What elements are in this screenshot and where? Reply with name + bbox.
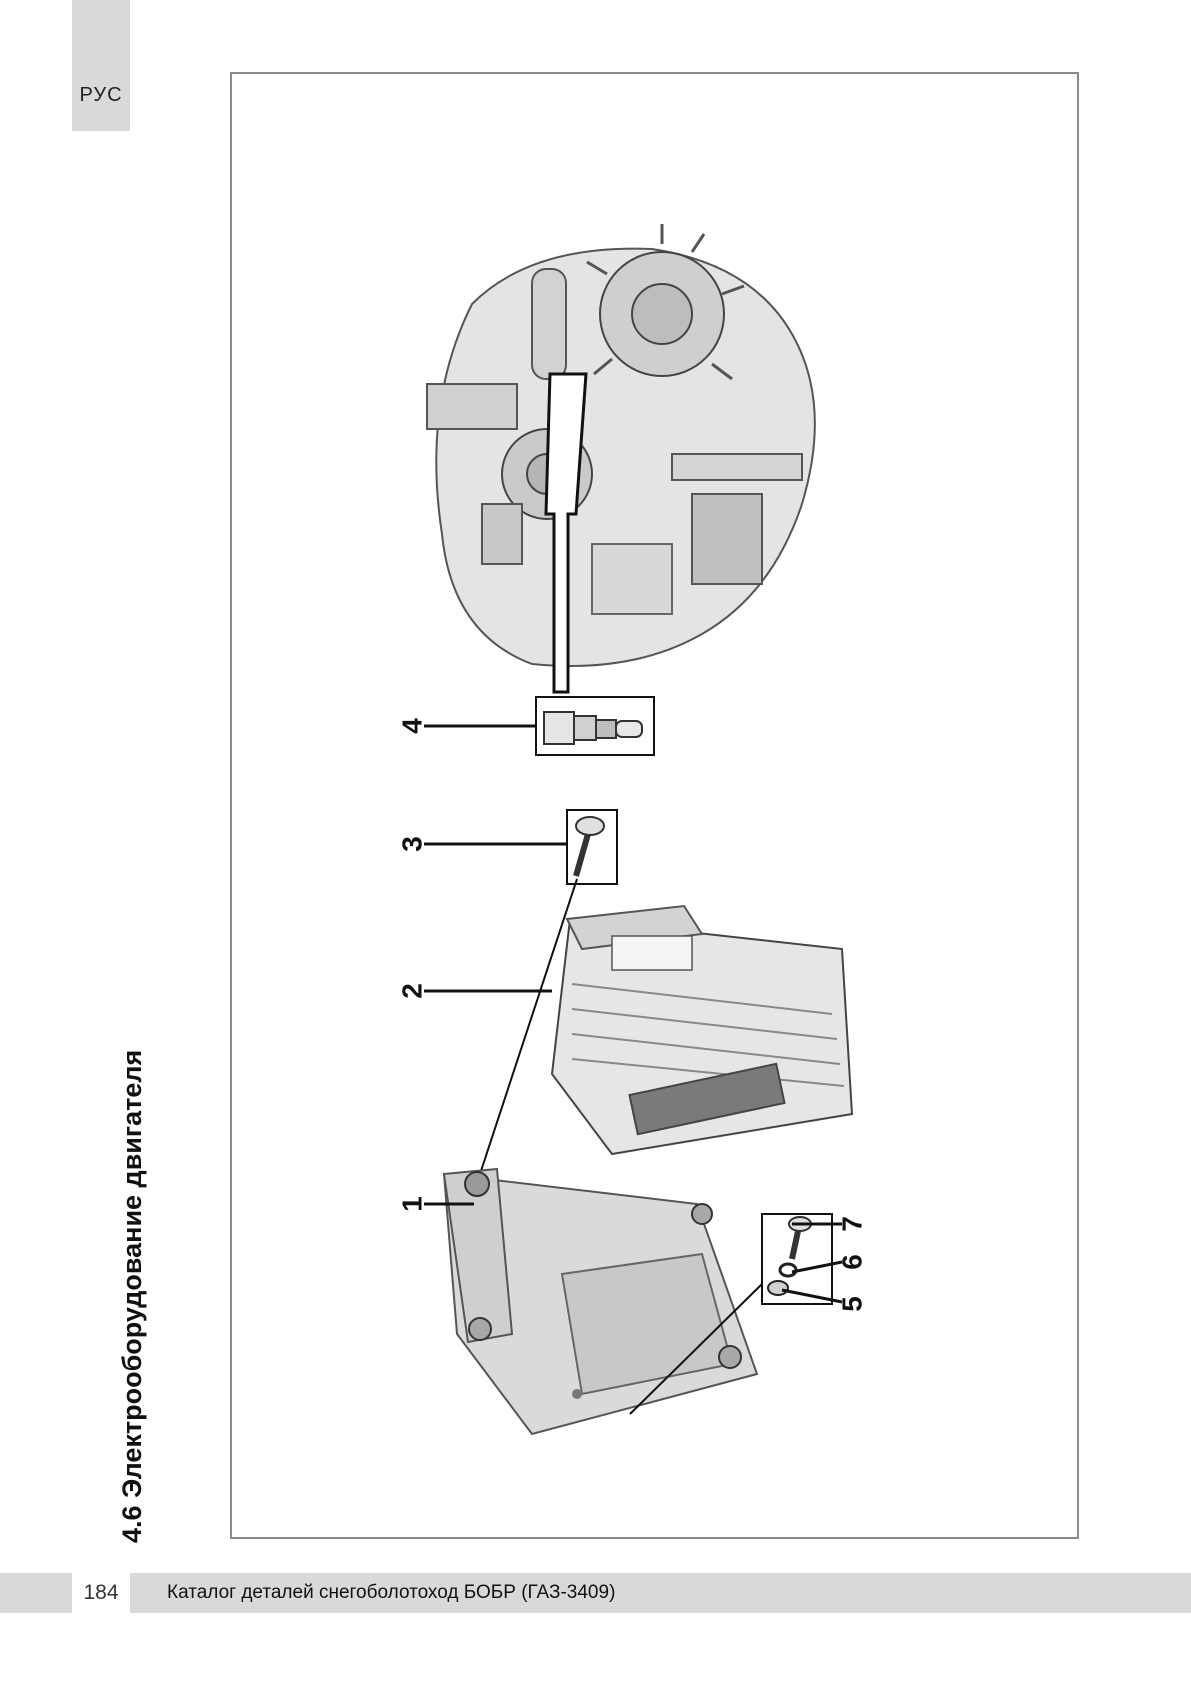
callout-5: 5 [836,1296,867,1312]
callout-6: 6 [836,1254,867,1270]
parts-diagram: 4 3 2 1 7 6 5 [396,224,867,1436]
callout-2: 2 [396,983,427,999]
leader-line [629,1283,763,1415]
screw-box [566,809,618,885]
catalog-title: Каталог деталей снегоболотоход БОБР (ГАЗ… [167,1582,616,1603]
location-arrow-icon [544,372,588,694]
leader-line [479,878,578,1175]
language-label: РУС [79,84,123,106]
leader-line [791,1260,843,1274]
ecu-icon [550,904,854,1156]
page-number: 184 [72,1573,130,1613]
bracket-icon [442,1167,759,1436]
illustration-frame: 4 3 2 1 7 6 5 [230,72,1079,1539]
sensor-icon [543,711,643,745]
footer-bar [0,1573,1191,1613]
fastener-box [761,1213,833,1305]
callout-1: 1 [396,1196,427,1212]
callout-7: 7 [836,1216,867,1232]
leader-line [781,1288,843,1304]
washer-icon [767,1216,812,1296]
section-title: 4.6 Электрооборудование двигателя [117,1049,147,1543]
engine-icon [426,224,816,667]
language-tab: РУС [72,0,130,131]
callout-3: 3 [396,836,427,852]
callout-4: 4 [396,718,427,734]
screw-icon [573,816,605,877]
